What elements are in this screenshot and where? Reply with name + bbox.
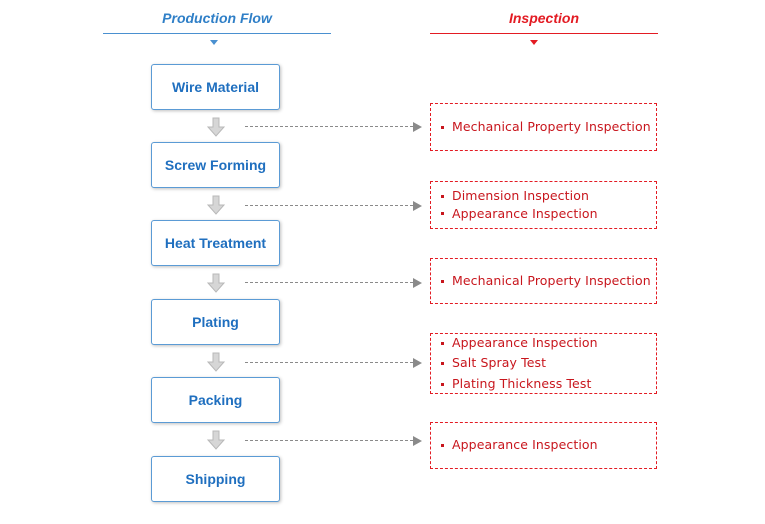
step-plating: Plating bbox=[151, 299, 280, 345]
production-header-caret-icon bbox=[210, 40, 218, 45]
step-packing: Packing bbox=[151, 377, 280, 423]
bullet-icon bbox=[441, 341, 444, 345]
step-heat-treatment: Heat Treatment bbox=[151, 220, 280, 266]
production-flow-header: Production Flow bbox=[162, 10, 272, 26]
inspection-item: Appearance Inspection bbox=[441, 336, 656, 350]
inspection-header: Inspection bbox=[508, 10, 579, 26]
connector-line bbox=[245, 282, 413, 283]
bullet-icon bbox=[441, 212, 444, 216]
step-label: Packing bbox=[188, 392, 243, 408]
inspection-box: Appearance Inspection Salt Spray Test Pl… bbox=[430, 333, 657, 394]
connector-line bbox=[245, 205, 413, 206]
connector-arrowhead-icon bbox=[413, 436, 422, 446]
inspection-item: Dimension Inspection bbox=[441, 189, 656, 203]
connector-line bbox=[245, 126, 413, 127]
step-label: Wire Material bbox=[171, 79, 259, 95]
bullet-icon bbox=[441, 279, 444, 283]
bullet-icon bbox=[441, 194, 444, 198]
down-arrow-icon bbox=[207, 117, 225, 137]
bullet-icon bbox=[441, 125, 444, 129]
connector-arrowhead-icon bbox=[413, 122, 422, 132]
inspection-item: Appearance Inspection bbox=[441, 439, 656, 452]
inspection-item: Mechanical Property Inspection bbox=[441, 120, 656, 134]
inspection-box: Mechanical Property Inspection bbox=[430, 103, 657, 151]
step-screw-forming: Screw Forming bbox=[151, 142, 280, 188]
inspection-header-caret-icon bbox=[530, 40, 538, 45]
bullet-icon bbox=[441, 362, 444, 365]
step-label: Plating bbox=[192, 314, 239, 330]
bullet-icon bbox=[441, 382, 444, 386]
inspection-box: Appearance Inspection bbox=[430, 422, 657, 469]
inspection-item: Mechanical Property Inspection bbox=[441, 274, 656, 288]
connector-arrowhead-icon bbox=[413, 278, 422, 288]
step-label: Shipping bbox=[185, 471, 246, 487]
connector-line bbox=[245, 440, 413, 441]
step-shipping: Shipping bbox=[151, 456, 280, 502]
inspection-item: Salt Spray Test bbox=[441, 357, 656, 370]
inspection-box: Mechanical Property Inspection bbox=[430, 258, 657, 304]
connector-arrowhead-icon bbox=[413, 201, 422, 211]
down-arrow-icon bbox=[207, 352, 225, 372]
connector-arrowhead-icon bbox=[413, 358, 422, 368]
connector-line bbox=[245, 362, 413, 363]
step-label: Screw Forming bbox=[164, 157, 267, 173]
inspection-item: Appearance Inspection bbox=[441, 207, 656, 221]
step-wire-material: Wire Material bbox=[151, 64, 280, 110]
bullet-icon bbox=[441, 444, 444, 447]
down-arrow-icon bbox=[207, 430, 225, 450]
down-arrow-icon bbox=[207, 273, 225, 293]
down-arrow-icon bbox=[207, 195, 225, 215]
inspection-item: Plating Thickness Test bbox=[441, 377, 656, 391]
step-label: Heat Treatment bbox=[164, 235, 267, 251]
production-header-underline bbox=[103, 33, 331, 34]
inspection-header-underline bbox=[430, 33, 658, 34]
inspection-box: Dimension Inspection Appearance Inspecti… bbox=[430, 181, 657, 229]
